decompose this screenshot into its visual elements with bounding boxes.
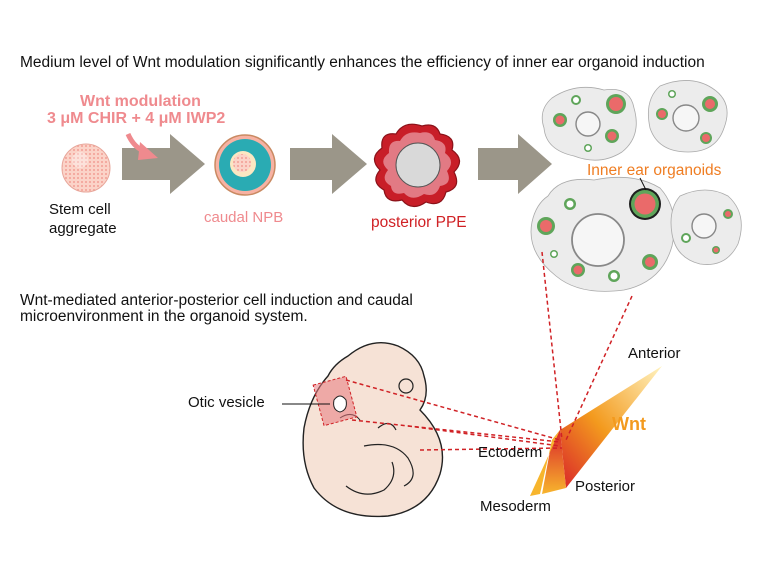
process-arrow-2	[290, 134, 367, 194]
wnt-modulation-title: Wnt modulation	[80, 93, 201, 110]
modulation-arrow	[125, 132, 158, 160]
wnt-modulation-dose: 3 μM CHIR + 4 μM IWP2	[47, 110, 226, 127]
process-arrow-3	[478, 134, 552, 194]
wnt-gradient-label: Wnt	[612, 414, 646, 434]
dashed-connection-lines	[345, 251, 633, 451]
caudal-npb-structure	[214, 134, 276, 196]
section-subtitle: Wnt-mediated anterior-posterior cell ind…	[20, 292, 413, 325]
otic-vesicle-label: Otic vesicle	[188, 394, 265, 411]
posterior-ppe-label: posterior PPE	[371, 214, 467, 231]
embryo	[302, 342, 444, 518]
organoid-cluster-top-right	[647, 80, 728, 153]
organoid-label-leader	[639, 177, 647, 191]
wnt-gradient-wedge	[530, 366, 662, 496]
organoid-cluster-center	[530, 176, 675, 292]
organoid-cluster-top-left	[541, 86, 637, 161]
stem-cell-aggregate	[61, 143, 111, 193]
headline: Medium level of Wnt modulation significa…	[20, 54, 705, 71]
posterior-ppe-structure	[373, 123, 461, 208]
stem-cell-label-line2: aggregate	[49, 220, 117, 237]
stem-cell-label-line1: Stem cell	[49, 201, 111, 218]
inner-ear-organoids-label: Inner ear organoids	[587, 162, 722, 179]
mesoderm-label: Mesoderm	[480, 498, 551, 515]
posterior-label: Posterior	[575, 478, 636, 495]
caudal-npb-label: caudal NPB	[204, 209, 284, 226]
ectoderm-label: Ectoderm	[478, 444, 543, 461]
organoid-cluster-right	[670, 189, 742, 265]
anterior-label: Anterior	[628, 345, 681, 362]
